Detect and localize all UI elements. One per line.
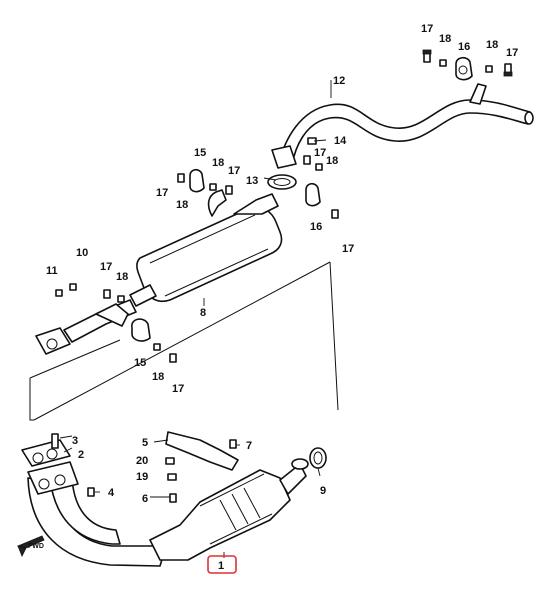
label-18: 18 (176, 199, 188, 211)
part-number-labels: 17 18 16 18 17 12 14 17 18 13 15 18 17 1… (46, 23, 518, 574)
center-muffler (35, 189, 283, 355)
label-17: 17 (172, 383, 184, 395)
label-18: 18 (152, 371, 164, 383)
label-7: 7 (246, 440, 252, 452)
label-9: 9 (320, 485, 326, 497)
label-20: 20 (136, 455, 148, 467)
tail-pipe (279, 83, 534, 166)
label-18: 18 (439, 33, 451, 45)
label-17: 17 (314, 147, 326, 159)
direction-arrow-label: FWD (28, 543, 44, 550)
label-18: 18 (486, 39, 498, 51)
tailpipe-hanger-hardware (422, 49, 513, 81)
label-6: 6 (142, 493, 148, 505)
label-17: 17 (228, 165, 240, 177)
label-1: 1 (218, 560, 224, 572)
label-13: 13 (246, 175, 258, 187)
leader-lines (59, 80, 332, 558)
label-12: 12 (333, 75, 345, 87)
label-16: 16 (310, 221, 322, 233)
label-11: 11 (46, 265, 58, 277)
label-10: 10 (76, 247, 88, 259)
label-3: 3 (72, 435, 78, 447)
label-2: 2 (78, 449, 84, 461)
label-18: 18 (212, 157, 224, 169)
catalytic-converter (149, 431, 327, 561)
label-18: 18 (326, 155, 338, 167)
assembly-guide-lines (29, 261, 339, 421)
label-17: 17 (342, 243, 354, 255)
label-15: 15 (194, 147, 206, 159)
forward-direction-arrow: FWD (16, 535, 45, 557)
label-17: 17 (100, 261, 112, 273)
label-15: 15 (134, 357, 146, 369)
tailpipe-joint-hardware (267, 137, 339, 219)
label-17: 17 (421, 23, 433, 35)
highlighted-part-box (207, 555, 237, 574)
label-16: 16 (458, 41, 470, 53)
label-14: 14 (334, 135, 347, 147)
label-19: 19 (136, 471, 148, 483)
label-4: 4 (108, 487, 115, 499)
front-exhaust-pipe (21, 433, 167, 567)
label-17: 17 (506, 47, 518, 59)
label-5: 5 (142, 437, 148, 449)
muffler-hanger-hardware (55, 168, 233, 363)
label-18: 18 (116, 271, 128, 283)
label-17: 17 (156, 187, 168, 199)
label-8: 8 (200, 307, 206, 319)
